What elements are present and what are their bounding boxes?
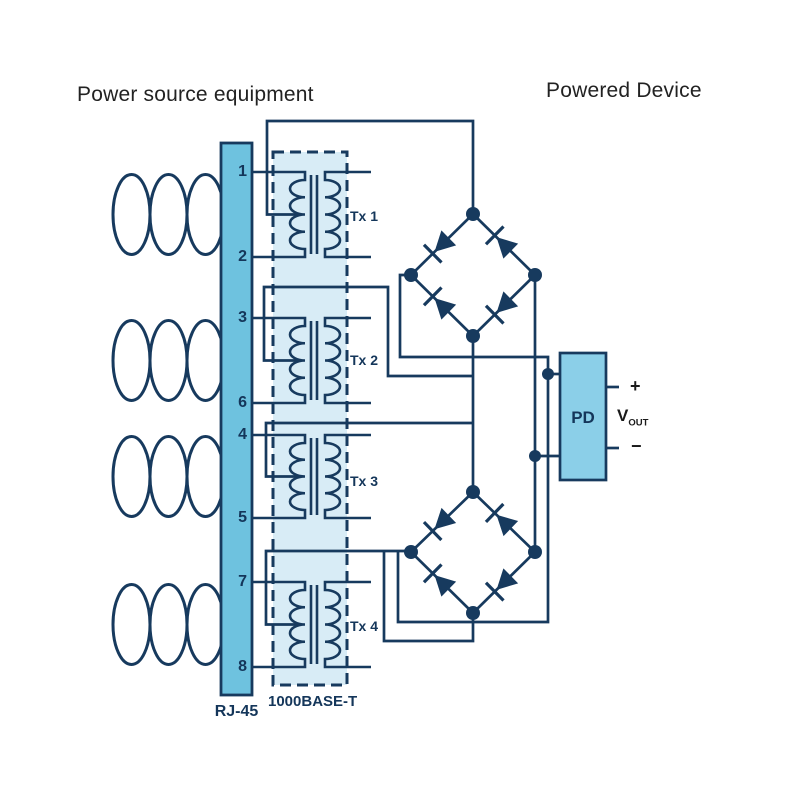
rj45-pin-7: 7 <box>238 573 247 590</box>
diode-bridge-2-diode-2-cathode-bar <box>484 502 505 524</box>
rj45-pin-5: 5 <box>238 509 247 526</box>
transformer-label-tx1: Tx 1 <box>350 208 379 224</box>
vout-minus-sign: − <box>631 436 642 456</box>
twisted-pair-4 <box>111 583 226 666</box>
tx3-centertap-feed <box>264 421 473 478</box>
rj45-pin-6: 6 <box>238 394 247 411</box>
rj45-pin-1: 1 <box>238 163 247 180</box>
diode-bridge-1-diode-1 <box>434 230 457 252</box>
transformer-label-tx3: Tx 3 <box>350 473 379 489</box>
transformer-label-tx4: Tx 4 <box>350 618 379 634</box>
rj45-pin-2: 2 <box>238 248 247 265</box>
diode-bridge-2-diamond <box>409 490 537 615</box>
diode-bridge-2-node <box>466 606 480 620</box>
twisted-pair-2 <box>111 319 226 402</box>
twisted-pair-1 <box>111 173 226 256</box>
twisted-pair-4 <box>111 583 226 666</box>
diode-bridge-2-diode-4-cathode-bar <box>484 581 505 602</box>
vout-plus-sign: + <box>630 376 641 396</box>
twisted-pair-2 <box>111 319 226 402</box>
diode-bridge-1-diode-2-cathode-bar <box>484 225 505 246</box>
bridge2-bottom-input <box>382 551 475 643</box>
diode-bridge-1-diode-4 <box>496 291 519 313</box>
diode-bridge-1-diode-3-cathode-bar <box>422 286 443 307</box>
rj45-pin-8: 8 <box>238 658 247 675</box>
diode-bridge-1-node <box>466 207 480 221</box>
diode-bridge-1-diode-2 <box>496 237 519 259</box>
dc-bus-left-outputs <box>396 273 550 624</box>
vout-label: VOUT <box>617 406 649 429</box>
tx1-centertap-to-bridge1-top <box>265 119 475 216</box>
junction-dot-pd-bottom <box>529 450 541 462</box>
rj45-pin-4: 4 <box>238 426 247 443</box>
transformer-tx1-primary <box>252 170 307 259</box>
rj45-connector-bar <box>219 141 254 697</box>
diode-bridge-2-diode-2 <box>496 514 519 537</box>
twisted-pair-1 <box>111 173 226 256</box>
transformer-tx3-primary <box>252 433 307 520</box>
tx4-centertap-to-bridge2-left <box>264 549 411 626</box>
rj45-pin-3: 3 <box>238 309 247 326</box>
diode-bridge-2-node <box>466 485 480 499</box>
diode-bridge-2-node <box>404 545 418 559</box>
transformer-tx2-primary <box>252 316 307 405</box>
transformer-tx1-secondary <box>323 170 371 259</box>
diode-bridge-1-diode-3 <box>434 298 457 320</box>
diode-bridge-1-diode-1-cathode-bar <box>422 243 443 264</box>
1000base-t-label: 1000BASE-T <box>268 693 358 710</box>
transformer-tx2-secondary <box>323 316 371 405</box>
transformer-tx3-secondary <box>323 433 371 520</box>
twisted-pair-3 <box>111 435 226 518</box>
diode-bridge-1-node <box>404 268 418 282</box>
junction-dot-pd-top <box>542 368 554 380</box>
twisted-pair-3 <box>111 435 226 518</box>
tx2-centertap-to-bridge1-bottom <box>262 285 473 378</box>
diode-bridge-1-node <box>528 268 542 282</box>
pd-block <box>558 351 608 482</box>
diode-bridge-1-node <box>466 329 480 343</box>
diode-bridge-2-node <box>528 545 542 559</box>
diode-bridge-2-diode-4 <box>496 568 519 590</box>
title-power-source-equipment: Power source equipment <box>77 83 314 106</box>
diode-bridge-1-diode-4-cathode-bar <box>484 304 505 325</box>
diode-bridge-1-diamond <box>409 212 537 338</box>
transformer-label-tx2: Tx 2 <box>350 352 379 368</box>
diode-bridge-2-diode-3 <box>434 575 457 597</box>
rj45-label: RJ-45 <box>214 703 259 720</box>
diode-bridge-2-diode-1-cathode-bar <box>422 520 443 542</box>
transformer-tx4-primary <box>252 580 307 669</box>
diode-bridge-2-diode-1 <box>434 507 457 530</box>
title-powered-device: Powered Device <box>546 79 702 102</box>
diode-bridge-2-diode-3-cathode-bar <box>422 563 443 584</box>
pd-block-label: PD <box>571 408 595 427</box>
transformer-tx4-secondary <box>323 580 371 669</box>
